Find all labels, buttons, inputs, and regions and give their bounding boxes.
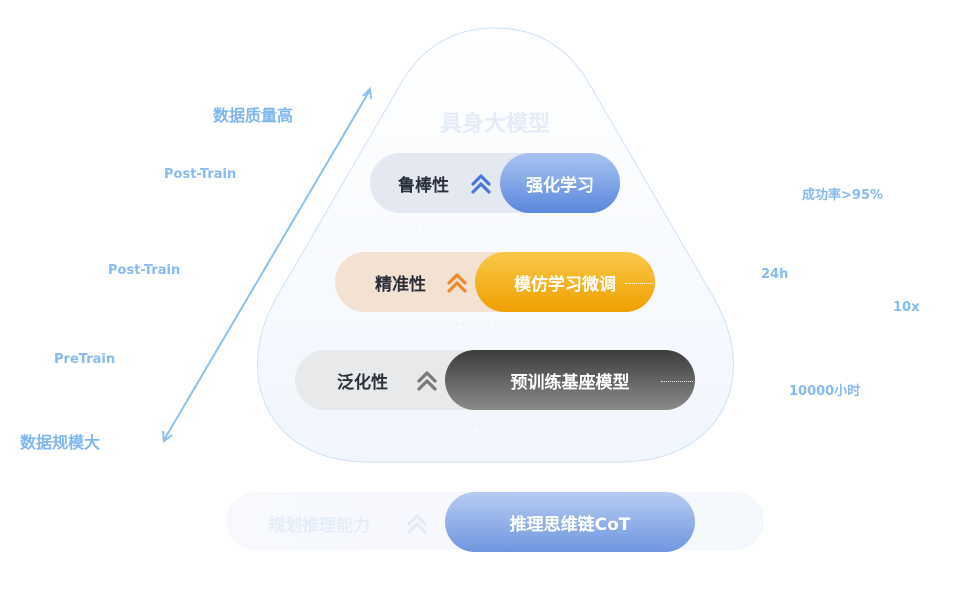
layer-robustness: 鲁棒性 强化学习 <box>370 153 620 213</box>
base-property-label: 规划推理能力 <box>268 516 370 536</box>
faint-caption-1: · · · · · · · · · · · · · · · <box>415 222 508 233</box>
method-cot: 推理思维链CoT <box>445 492 695 552</box>
dotted-connector <box>661 381 693 382</box>
layer-generalization: 泛化性 预训练基座模型 <box>295 350 695 410</box>
property-label: 泛化性 <box>337 373 388 393</box>
method-pretrain: 预训练基座模型 <box>445 350 695 410</box>
metric-10x: 10x <box>893 300 920 315</box>
metric-24h: 24h <box>761 267 789 282</box>
faint-caption-2: · · · · · · · · · · <box>455 320 516 331</box>
chevron-up-icon <box>471 174 491 194</box>
metric-10000h: 10000小时 <box>789 384 861 399</box>
stage-label-1: Post-Train <box>164 167 237 182</box>
chevron-up-icon <box>447 273 467 293</box>
stage-label-2: Post-Train <box>108 263 181 278</box>
axis-bottom-label: 数据规模大 <box>20 433 101 452</box>
stage-label-3: PreTrain <box>54 352 116 367</box>
axis-top-label: 数据质量高 <box>213 106 294 125</box>
chevron-up-icon <box>417 371 437 391</box>
faint-caption-3: · · · · · · · · · · · · · · · · · · · · <box>395 421 519 432</box>
method-il: 模仿学习微调 <box>475 252 655 312</box>
dotted-connector <box>625 283 653 284</box>
pyramid-title: 具身大模型 <box>440 112 551 137</box>
property-label: 鲁棒性 <box>398 176 449 196</box>
layer-precision: 精准性 模仿学习微调 <box>335 252 655 312</box>
property-label: 精准性 <box>375 275 426 295</box>
chevron-up-icon <box>407 514 427 534</box>
metric-success-rate: 成功率>95% <box>802 188 884 203</box>
method-rl: 强化学习 <box>500 153 620 213</box>
